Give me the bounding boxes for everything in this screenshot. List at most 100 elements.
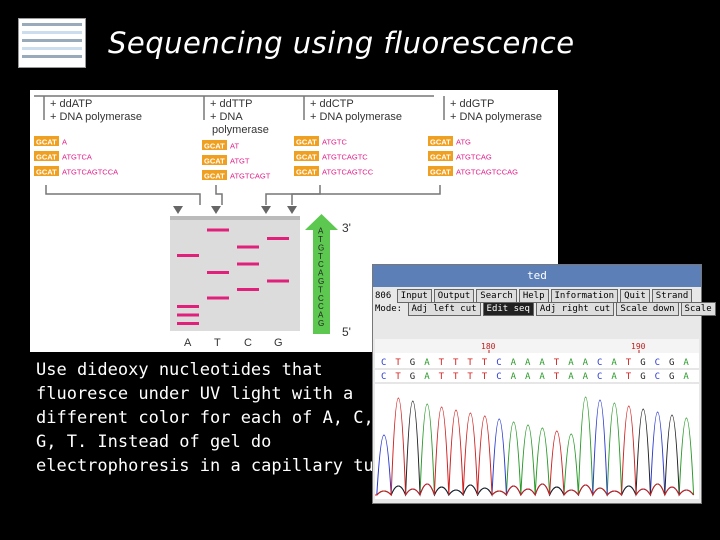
base-call: T [453,358,459,368]
primer-label: GCAT [430,153,451,162]
base-call: T [626,358,632,368]
reaction-label: + ddCTP [310,98,354,110]
primer-box [428,151,453,161]
base-call: A [424,372,430,382]
primer-label: GCAT [430,168,451,177]
trace-t [375,397,695,497]
read-arrow [305,214,338,334]
base-call: C [597,358,602,368]
base-call: T [439,372,445,382]
base-call: G [410,372,415,382]
base-call: A [539,358,545,368]
base-call: A [683,372,689,382]
base-call: A [583,358,589,368]
flow-line [265,185,321,205]
read-base: A [318,311,324,320]
base-call: T [554,372,560,382]
ruler [375,339,699,353]
end-label-3: 3' [342,221,351,235]
read-base: C [318,302,324,311]
base-call: T [467,358,473,368]
base-call: T [554,358,560,368]
lane-arrow [287,206,297,214]
base-call: A [568,372,574,382]
primer-label: GCAT [204,157,225,166]
primer-label: GCAT [296,138,317,147]
gel-band [177,254,199,257]
gel-band [177,313,199,317]
product-sequence: ATGTCA [62,153,92,162]
read-base: T [318,285,323,294]
mode-button-scale[interactable]: Scale [680,302,716,316]
base-call: T [482,358,488,368]
line-number: 806 [375,291,392,301]
base-call: C [655,372,660,382]
base-call: A [568,358,574,368]
mode-button-scale-down[interactable]: Scale down [616,302,679,316]
trace-a [375,396,695,497]
menu-button-output[interactable]: Output [433,289,475,303]
base-call: A [511,358,517,368]
position-label: 180 [481,342,496,351]
reaction-label: + ddTTP [210,98,253,110]
menu-button-input[interactable]: Input [396,289,432,303]
base-call: T [626,372,632,382]
lane-label: C [244,337,252,349]
product-sequence: ATGTCAGT [230,172,271,181]
base-call: A [424,358,430,368]
mode-button-edit-seq[interactable]: Edit seq [482,302,534,316]
flow-line [291,185,441,205]
base-call: A [583,372,589,382]
reaction-label: + DNA [210,111,243,123]
read-base: C [318,260,324,269]
mode-label: Mode: [375,304,403,314]
gel-band [267,237,289,240]
read-base: C [318,294,324,303]
base-call: T [395,358,401,368]
lane-arrow [173,206,183,214]
lane-label: T [214,337,221,349]
read-base: G [318,277,324,286]
mode-button-adj-right-cut[interactable]: Adj right cut [535,302,615,316]
primer-box [294,151,319,161]
gel-wells [170,216,300,220]
base-call: C [381,358,386,368]
primer-label: GCAT [36,153,57,162]
lane-arrow [211,206,221,214]
mode-button-adj-left-cut[interactable]: Adj left cut [407,302,481,316]
slide-title: Sequencing using fluorescence [108,26,575,60]
base-call: A [511,372,517,382]
primer-label: GCAT [36,138,57,147]
gel-band [177,322,199,325]
base-call: C [496,372,501,382]
product-sequence: ATGTC [322,138,347,147]
menu-button-information[interactable]: Information [550,289,619,303]
primer-label: GCAT [430,138,451,147]
primer-box [202,140,227,150]
base-call: G [640,372,645,382]
base-call: C [381,372,386,382]
product-sequence: A [62,138,67,147]
base-call: A [611,358,617,368]
primer-label: GCAT [204,142,225,151]
primer-box [34,151,59,161]
menu-button-help[interactable]: Help [518,289,549,303]
menu-button-search[interactable]: Search [476,289,517,303]
slide-thumbnail [18,18,86,68]
product-sequence: ATGTCAGTCCA [62,168,118,177]
gel-band [237,262,259,266]
read-base: A [318,227,324,236]
product-sequence: ATGTCAG [456,153,492,162]
menu-button-quit[interactable]: Quit [620,289,650,303]
end-label-5: 5' [342,325,351,339]
base-call: T [467,372,473,382]
read-base: T [318,235,323,244]
menu-button-strand[interactable]: Strand [651,289,693,303]
primer-box [34,136,59,146]
caption-line: electrophoresis in a capillary tube. [36,456,405,476]
reaction-label: polymerase [212,124,269,136]
base-call: A [525,372,531,382]
caption: Use dideoxy nucleotides that fluoresce u… [36,358,405,478]
